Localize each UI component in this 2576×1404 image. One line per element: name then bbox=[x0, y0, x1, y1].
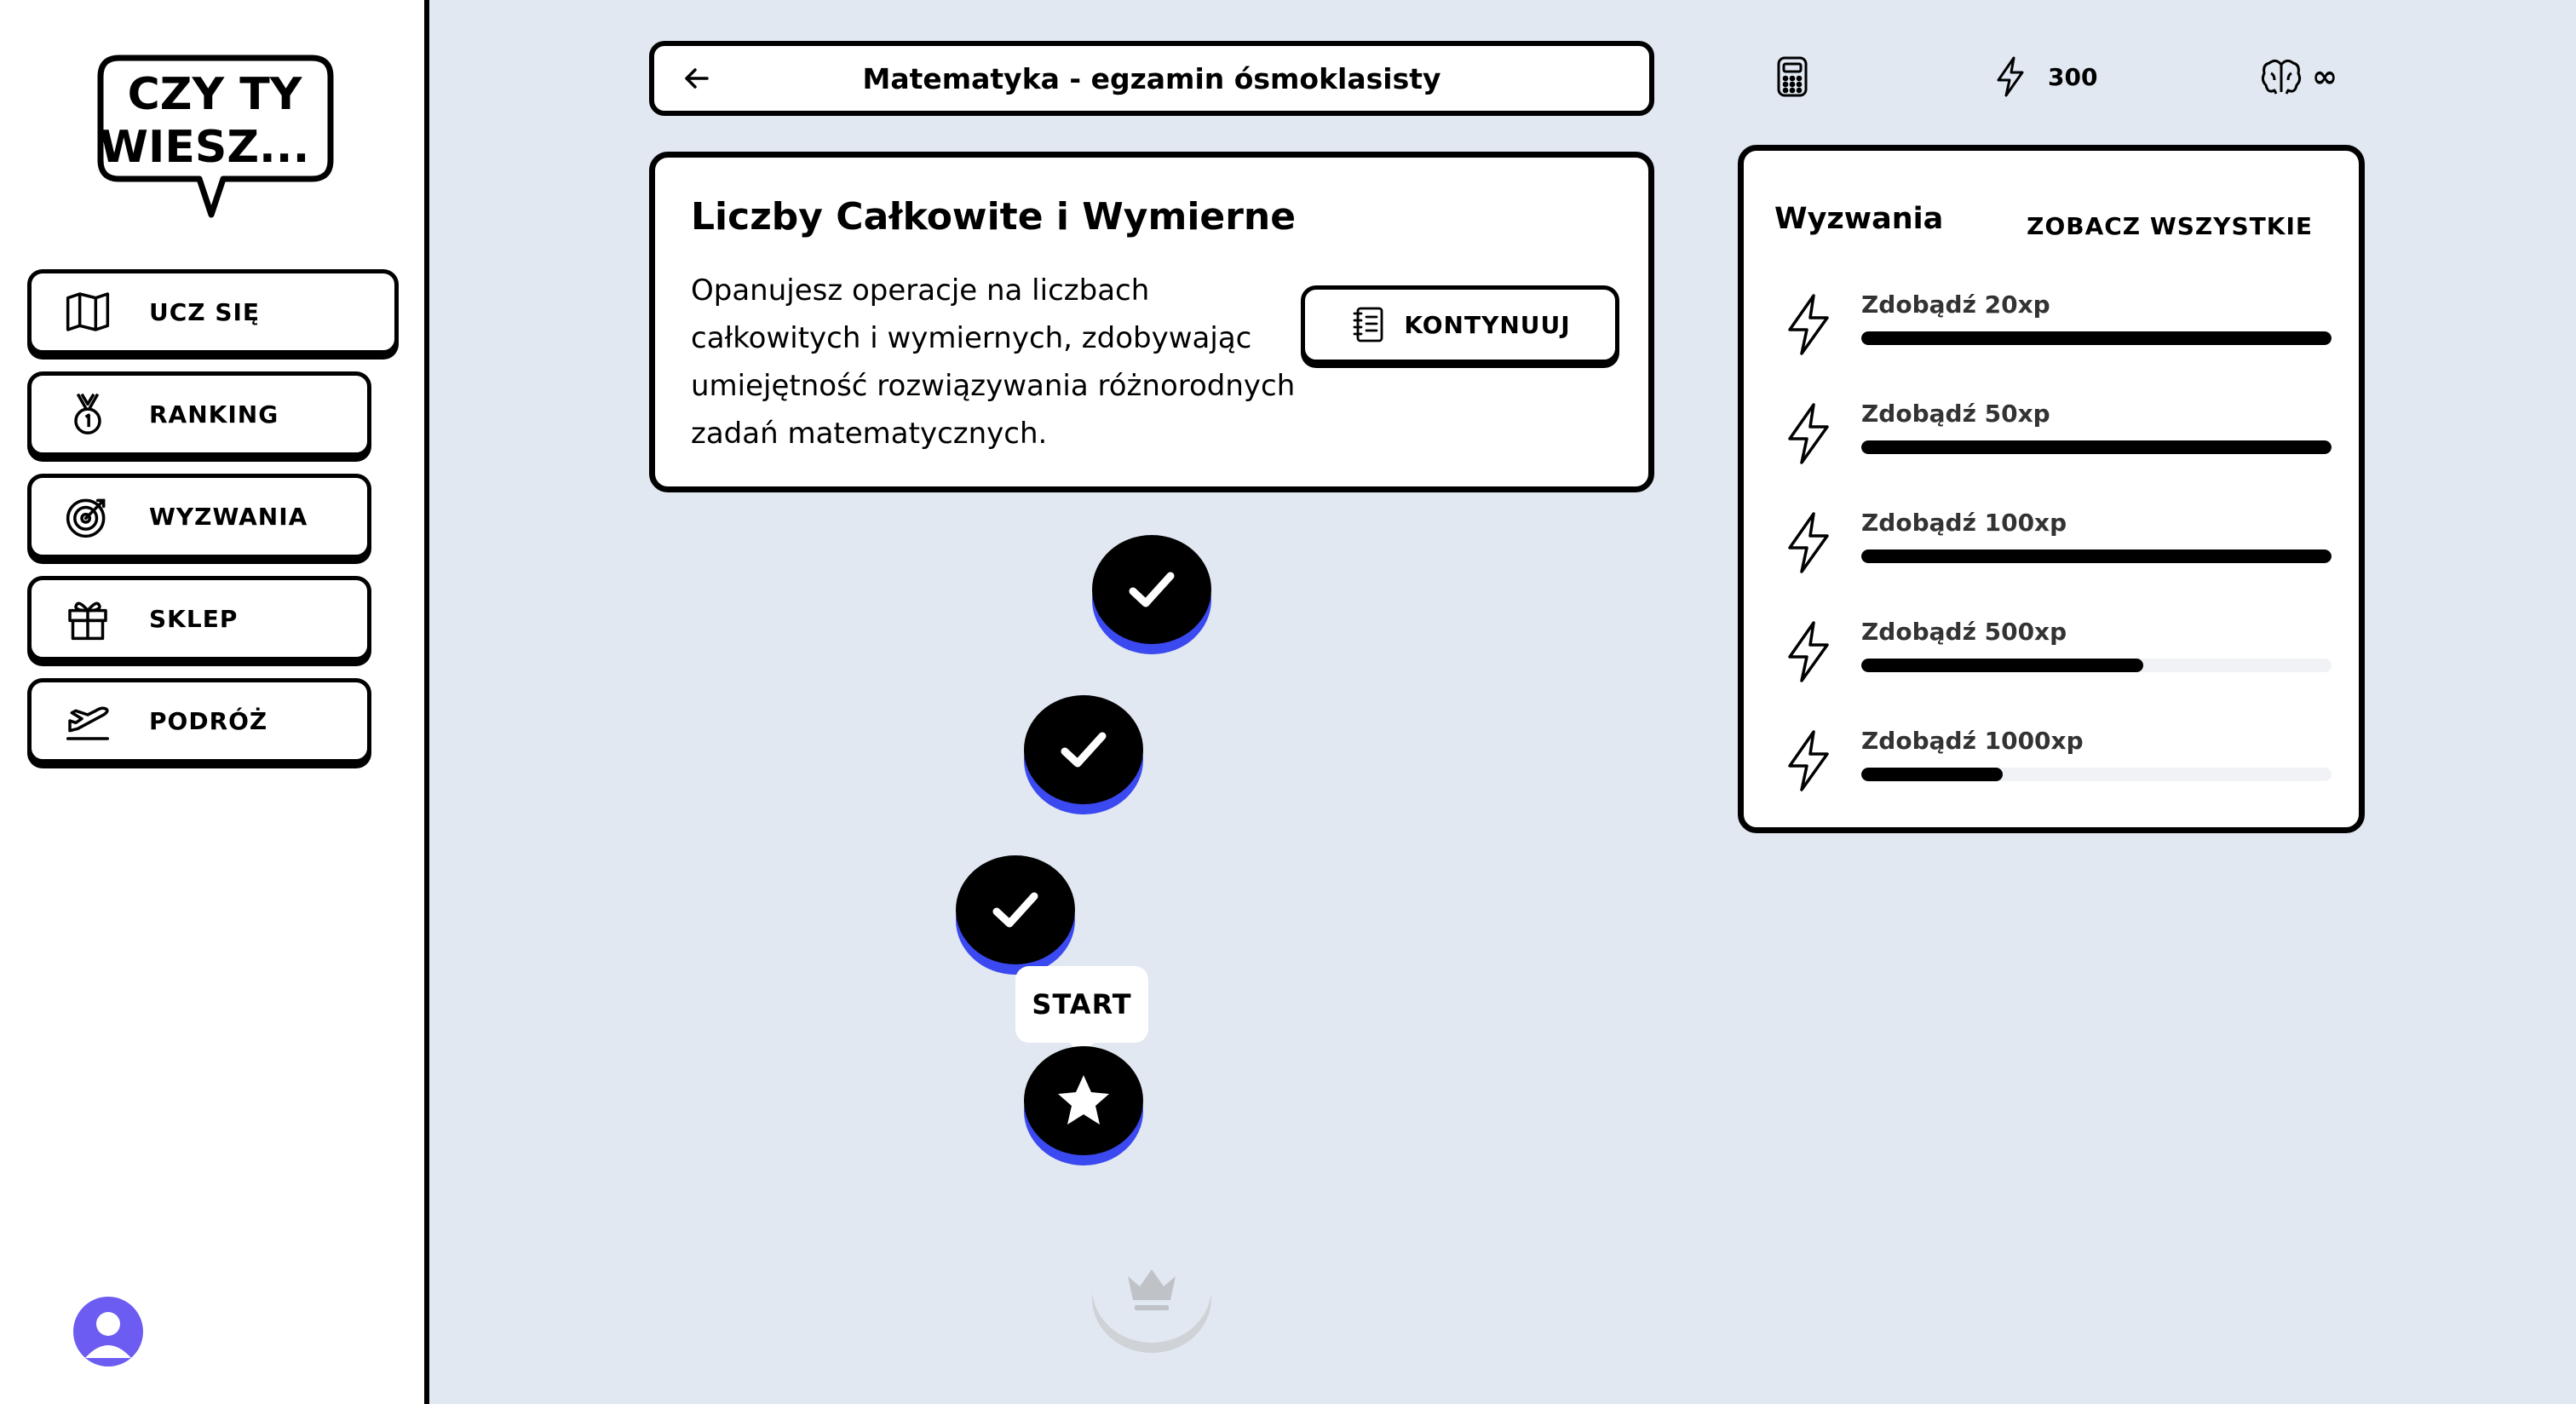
sidebar-item-label: WYZWANIA bbox=[149, 502, 308, 531]
lives-counter: ∞ bbox=[2259, 51, 2337, 102]
path-node-locked[interactable] bbox=[1092, 1234, 1211, 1353]
challenge-progress bbox=[1861, 768, 2332, 781]
challenge-item: Zdobądź 500xp bbox=[1744, 611, 2366, 696]
path-node-completed[interactable] bbox=[956, 855, 1075, 975]
continue-label: KONTYNUUJ bbox=[1404, 310, 1571, 339]
challenge-item: Zdobądź 1000xp bbox=[1744, 720, 2366, 805]
lightning-icon bbox=[1781, 401, 1836, 466]
brain-icon bbox=[2261, 59, 2302, 95]
target-icon bbox=[62, 491, 113, 542]
challenge-progress bbox=[1861, 440, 2332, 454]
app-logo[interactable]: CZY TY WIESZ... bbox=[95, 53, 336, 223]
sidebar-item-label: PODRÓŻ bbox=[149, 706, 268, 735]
course-header: Matematyka - egzamin ósmoklasisty bbox=[649, 41, 1654, 116]
star-icon bbox=[1058, 1075, 1109, 1125]
path-node-completed[interactable] bbox=[1024, 695, 1143, 814]
logo-line2: WIESZ... bbox=[100, 122, 310, 173]
notebook-icon bbox=[1353, 307, 1383, 342]
check-icon bbox=[1061, 732, 1107, 768]
sidebar-item-journey[interactable]: PODRÓŻ bbox=[27, 678, 371, 763]
sidebar-item-learn[interactable]: UCZ SIĘ bbox=[27, 269, 399, 354]
calculator-icon bbox=[1777, 56, 1808, 97]
lesson-title: Liczby Całkowite i Wymierne bbox=[691, 195, 1297, 239]
calculator-button[interactable] bbox=[1770, 51, 1814, 102]
crown-icon bbox=[1128, 1269, 1176, 1310]
sidebar-item-label: SKLEP bbox=[149, 604, 239, 633]
sidebar-item-challenges[interactable]: WYZWANIA bbox=[27, 474, 371, 559]
path-node-current[interactable] bbox=[1024, 1046, 1143, 1165]
challenges-panel: Wyzwania ZOBACZ WSZYSTKIE Zdobądź 20xp Z… bbox=[1738, 145, 2365, 833]
challenge-label: Zdobądź 500xp bbox=[1861, 618, 2067, 646]
start-label: START bbox=[1032, 988, 1132, 1021]
lightning-icon bbox=[1781, 619, 1836, 684]
sidebar: CZY TY WIESZ... UCZ SIĘ RANKING bbox=[0, 0, 429, 1404]
challenge-label: Zdobądź 1000xp bbox=[1861, 727, 2084, 755]
course-title: Matematyka - egzamin ósmoklasisty bbox=[862, 61, 1441, 95]
lives-value: ∞ bbox=[2312, 59, 2337, 95]
lightning-icon bbox=[1781, 510, 1836, 575]
map-icon bbox=[62, 286, 113, 337]
start-tooltip: START bbox=[1015, 966, 1148, 1056]
challenge-item: Zdobądź 20xp bbox=[1744, 284, 2366, 369]
challenge-progress bbox=[1861, 331, 2332, 345]
sidebar-item-label: RANKING bbox=[149, 400, 279, 429]
lightning-icon bbox=[1781, 292, 1836, 357]
challenge-item: Zdobądź 50xp bbox=[1744, 393, 2366, 478]
sidebar-item-label: UCZ SIĘ bbox=[149, 297, 261, 326]
xp-value: 300 bbox=[2048, 62, 2098, 91]
check-icon bbox=[992, 892, 1038, 928]
path-node-completed[interactable] bbox=[1092, 535, 1211, 654]
challenges-title: Wyzwania bbox=[1774, 202, 1944, 236]
lightning-icon bbox=[1781, 728, 1836, 793]
medal-icon bbox=[62, 388, 113, 440]
challenge-progress bbox=[1861, 550, 2332, 563]
challenge-progress bbox=[1861, 659, 2332, 672]
challenge-item: Zdobądź 100xp bbox=[1744, 502, 2366, 587]
avatar[interactable] bbox=[73, 1297, 143, 1367]
back-button[interactable] bbox=[676, 58, 717, 99]
logo-line1: CZY TY bbox=[128, 69, 303, 120]
continue-button[interactable]: KONTYNUUJ bbox=[1301, 285, 1619, 364]
challenge-label: Zdobądź 100xp bbox=[1861, 509, 2067, 537]
check-icon bbox=[1129, 572, 1175, 607]
sidebar-item-shop[interactable]: SKLEP bbox=[27, 576, 371, 661]
plane-icon bbox=[62, 695, 113, 746]
gift-icon bbox=[62, 593, 113, 644]
lesson-card: Liczby Całkowite i Wymierne Opanujesz op… bbox=[649, 152, 1654, 492]
sidebar-item-ranking[interactable]: RANKING bbox=[27, 371, 371, 457]
lesson-description: Opanujesz operacje na liczbach całkowity… bbox=[691, 273, 1296, 451]
arrow-left-icon bbox=[685, 68, 709, 89]
xp-counter: 300 bbox=[1988, 51, 2097, 102]
see-all-link[interactable]: ZOBACZ WSZYSTKIE bbox=[2027, 212, 2313, 240]
challenge-label: Zdobądź 50xp bbox=[1861, 400, 2050, 428]
challenge-label: Zdobądź 20xp bbox=[1861, 291, 2050, 319]
lightning-icon bbox=[1997, 56, 2024, 97]
